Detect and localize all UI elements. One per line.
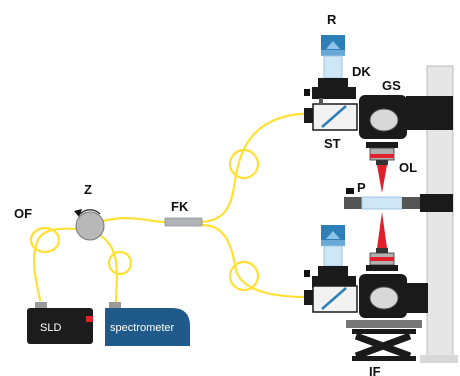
label-dk: DK bbox=[352, 64, 371, 79]
fiber-loop-of bbox=[29, 226, 61, 254]
label-r: R bbox=[327, 12, 337, 27]
sld-label: SLD bbox=[40, 322, 61, 334]
label-gs: GS bbox=[382, 78, 401, 93]
objective-upper bbox=[366, 142, 398, 193]
fiber-upper-arm bbox=[200, 112, 327, 224]
label-p: P bbox=[357, 180, 366, 195]
label-of: OF bbox=[14, 206, 32, 221]
fiber-z-fk bbox=[101, 217, 167, 224]
lab-jack bbox=[346, 320, 422, 361]
sample-holder bbox=[344, 188, 453, 212]
sld-device bbox=[27, 302, 93, 344]
fiber-lower-arm bbox=[200, 223, 327, 299]
objective-lower bbox=[366, 212, 398, 271]
spectrometer-label: spectrometer bbox=[110, 322, 175, 334]
label-z: Z bbox=[84, 182, 92, 197]
scanner-upper bbox=[304, 87, 453, 139]
circulator bbox=[74, 209, 105, 241]
label-ol: OL bbox=[399, 160, 417, 175]
label-if: IF bbox=[369, 364, 381, 376]
spectrometer-device bbox=[105, 302, 190, 346]
fiber-loop-upper bbox=[228, 148, 260, 180]
fiber-loop-lower bbox=[228, 260, 260, 292]
reference-arm-upper bbox=[318, 35, 348, 88]
fiber-z-spectrometer bbox=[94, 230, 118, 304]
label-fk: FK bbox=[171, 199, 189, 214]
reference-arm-lower bbox=[318, 225, 348, 276]
fiber-z-sld bbox=[32, 227, 82, 302]
fiber-loop-spectrometer bbox=[107, 250, 133, 276]
rail-base bbox=[420, 355, 458, 363]
fiber-coupler bbox=[164, 217, 203, 227]
label-st: ST bbox=[324, 136, 341, 151]
scanner-lower bbox=[304, 270, 428, 318]
